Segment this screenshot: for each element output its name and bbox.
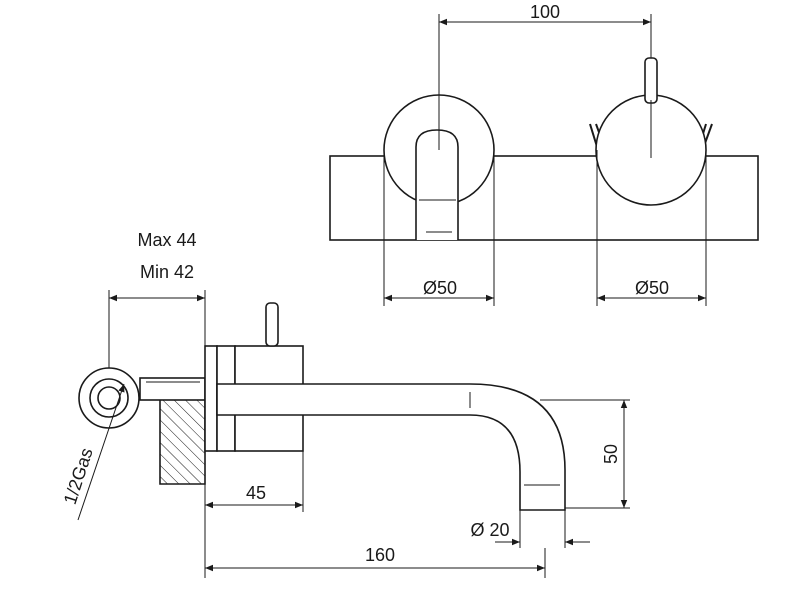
dim-spout-length: 160 [365, 545, 395, 565]
dim-spout-height: 50 [601, 444, 621, 464]
side-wall-plate [204, 345, 218, 452]
pipe-connector [139, 377, 206, 401]
wall-section [159, 397, 206, 485]
front-wall-plate [329, 155, 759, 241]
dim-spout-diameter: Ø 20 [470, 520, 509, 540]
dim-depth-min: Min 42 [140, 262, 194, 282]
front-handle-rod [644, 57, 658, 104]
label-thread: 1/2Gas [60, 445, 97, 506]
dim-diameter-left: Ø50 [423, 278, 457, 298]
side-handle-rod [265, 302, 279, 347]
dim-projection-short: 45 [246, 483, 266, 503]
dim-diameter-right: Ø50 [635, 278, 669, 298]
pipe-section-mid [89, 378, 129, 418]
dim-depth-max: Max 44 [137, 230, 196, 250]
pipe-section-inner [97, 386, 121, 410]
pipe-section-outer [78, 367, 140, 429]
dim-spacing: 100 [530, 2, 560, 22]
side-spout [216, 383, 566, 511]
front-spout [415, 129, 459, 240]
side-view: 50 Ø 20 45 160 Max 44 Min 42 1/2Gas [60, 230, 630, 578]
front-view: 100 Ø50 Ø50 [329, 2, 759, 306]
